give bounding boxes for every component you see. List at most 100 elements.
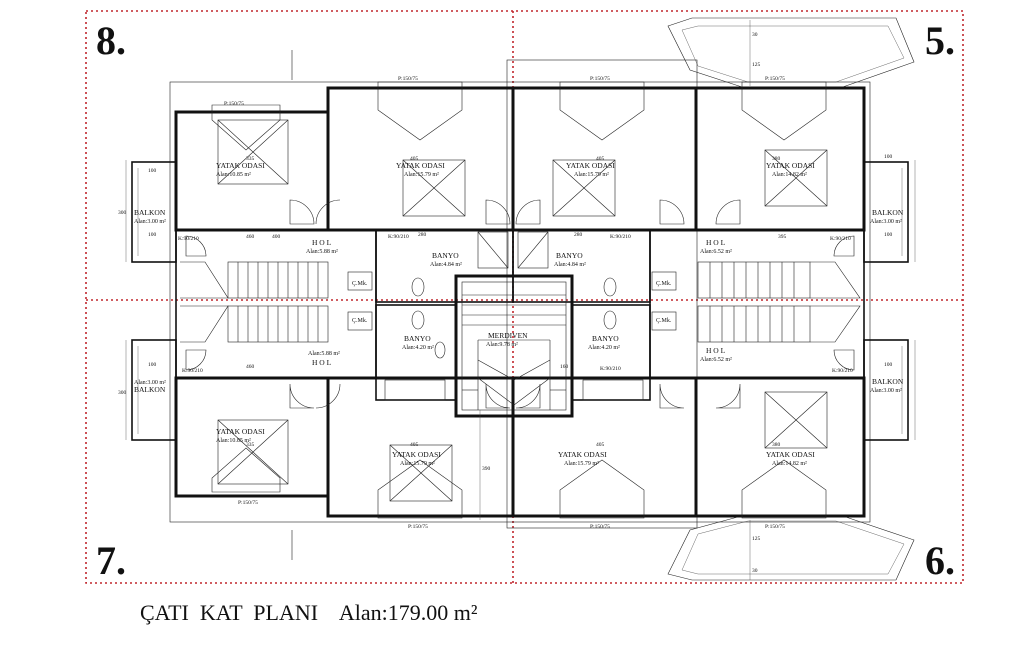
window-code: P:150/75 (408, 524, 428, 530)
door-code: K:90/210 (182, 368, 203, 374)
room-name: BALKON (872, 377, 904, 386)
dimension-label: 405 (410, 156, 419, 162)
unit-number-5: 5. (925, 18, 955, 63)
dimension-label: 380 (772, 156, 781, 162)
dimension-label: 100 (148, 362, 157, 368)
room-name: BALKON (134, 208, 166, 217)
unit-number-6: 6. (925, 538, 955, 583)
window-code: P:150/75 (398, 76, 418, 82)
dimension-label: 335 (246, 156, 255, 162)
room-name: YATAK ODASI (566, 161, 615, 170)
beds (217, 119, 828, 502)
unit-number-7: 7. (96, 538, 126, 583)
room-area: Alan:3.00 m² (134, 380, 166, 386)
room-area: Alan:14.82 m² (772, 172, 807, 178)
window-code: P:150/75 (590, 524, 610, 530)
plan-total-area: Alan:179.00 m² (338, 600, 478, 625)
room-area: Alan:15.79 m² (400, 461, 435, 467)
dimension-label: 125 (752, 62, 761, 68)
room-area: Alan:9.78 m² (486, 342, 518, 348)
plan-title: ÇATI KAT PLANI (140, 600, 319, 625)
dimension-label: 100 (884, 362, 893, 368)
dimension-label: 300 (118, 390, 127, 396)
door-code: K:90/210 (830, 236, 851, 242)
room-name: YATAK ODASI (558, 450, 607, 459)
dimension-label: 405 (596, 442, 605, 448)
room-area: Alan:14.82 m² (772, 461, 807, 467)
room-area: Alan:4.84 m² (430, 262, 462, 268)
chimney-label: Ç.Mk. (656, 318, 672, 324)
dimension-label: 405 (596, 156, 605, 162)
room-area: Alan:5.88 m² (306, 249, 338, 255)
room-area: Alan:6.52 m² (700, 249, 732, 255)
room-name: BALKON (872, 208, 904, 217)
dimension-label: 395 (778, 234, 787, 240)
room-name: H O L (312, 238, 332, 247)
stairs (180, 261, 861, 411)
dimension-label: 460 (246, 364, 255, 370)
window-code: P:150/75 (765, 524, 785, 530)
dimension-label: 390 (482, 466, 491, 472)
window-code: P:150/75 (238, 500, 258, 506)
room-area: Alan:15.79 m² (404, 172, 439, 178)
bathroom-fixtures (347, 231, 677, 401)
room-name: BANYO (556, 251, 583, 260)
dimension-label: 300 (118, 210, 127, 216)
room-area: Alan:3.00 m² (870, 219, 902, 225)
room-name: YATAK ODASI (766, 161, 815, 170)
dimension-label: 400 (272, 234, 281, 240)
room-area: Alan:3.00 m² (870, 388, 902, 394)
dimension-label: 125 (752, 536, 761, 542)
window-code: P:150/75 (765, 76, 785, 82)
balconies (131, 161, 909, 441)
opening-codes: P:150/75 P:150/75 P:150/75 P:150/75 P:15… (178, 76, 853, 530)
room-name: BALKON (134, 385, 166, 394)
room-name: YATAK ODASI (766, 450, 815, 459)
room-name: H O L (706, 238, 726, 247)
door-swings (185, 199, 855, 409)
door-code: K:90/210 (610, 234, 631, 240)
room-area: Alan:10.85 m² (216, 172, 251, 178)
window-dormers (211, 81, 827, 519)
room-name: BANYO (404, 334, 431, 343)
room-name: H O L (312, 358, 332, 367)
room-name: YATAK ODASI (396, 161, 445, 170)
dimension-lines (125, 20, 916, 580)
room-name: YATAK ODASI (216, 161, 265, 170)
dimension-label: 280 (574, 232, 583, 238)
window-code: P:150/75 (590, 76, 610, 82)
window-code: P:150/75 (224, 101, 244, 107)
dimension-label: 100 (884, 232, 893, 238)
dimension-label: 460 (246, 234, 255, 240)
dimension-label: 405 (410, 442, 419, 448)
room-area: Alan:3.00 m² (134, 219, 166, 225)
room-area: Alan:15.79 m² (574, 172, 609, 178)
plan-caption: ÇATI KAT PLANI Alan:179.00 m² (140, 600, 477, 626)
chimney-label: Ç.Mk. (352, 281, 368, 287)
room-name: H O L (706, 346, 726, 355)
room-area: Alan:10.85 m² (216, 438, 251, 444)
room-area: Alan:15.79 m² (564, 461, 599, 467)
dimension-numbers: 335 405 405 380 400 280 280 395 100 100 … (118, 32, 893, 574)
dimension-label: 30 (752, 32, 758, 38)
dimension-label: 280 (418, 232, 427, 238)
door-code: K:90/210 (178, 236, 199, 242)
outer-walls (169, 81, 871, 523)
room-name: BANYO (432, 251, 459, 260)
dimension-label: 100 (148, 168, 157, 174)
dimension-label: 30 (752, 568, 758, 574)
chimney-label: Ç.Mk. (656, 281, 672, 287)
door-code: K:90/210 (832, 368, 853, 374)
room-area: Alan:4.20 m² (588, 345, 620, 351)
dimension-label: 380 (772, 442, 781, 448)
room-name: YATAK ODASI (392, 450, 441, 459)
room-area: Alan:6.52 m² (700, 357, 732, 363)
dimension-label: 335 (246, 442, 255, 448)
room-area: Alan:5.88 m² (308, 351, 340, 357)
room-area: Alan:4.20 m² (402, 345, 434, 351)
room-name: YATAK ODASI (216, 427, 265, 436)
room-labels: YATAK ODASI Alan:10.85 m² YATAK ODASI Al… (134, 161, 904, 467)
dimension-label: 100 (884, 154, 893, 160)
chimney-label: Ç.Mk. (352, 318, 368, 324)
